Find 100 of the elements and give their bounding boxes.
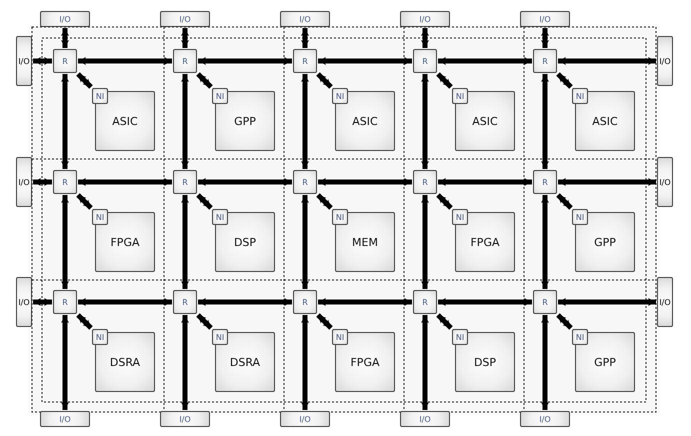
router-label: R xyxy=(302,56,308,66)
router-box xyxy=(173,49,197,73)
router-box xyxy=(413,170,437,194)
port-label: I/O xyxy=(299,414,311,424)
router-box xyxy=(53,290,77,314)
io-port-box xyxy=(16,157,32,207)
router-box xyxy=(293,49,317,73)
bidirectional-arrow xyxy=(61,195,69,289)
bidirectional-arrow xyxy=(301,74,309,169)
bidirectional-arrow xyxy=(78,57,172,65)
port-label: I/O xyxy=(18,178,30,186)
router-label: R xyxy=(62,178,68,186)
router-label: R xyxy=(542,298,548,306)
ip-core-box xyxy=(215,212,275,272)
ip-core-box xyxy=(215,332,275,392)
bidirectional-arrow xyxy=(196,193,213,210)
port-label: I/O xyxy=(299,14,311,24)
bidirectional-arrow xyxy=(541,315,549,410)
network-interface-box xyxy=(332,88,348,104)
ip-core-box xyxy=(575,332,635,392)
interface-label: NI xyxy=(336,92,344,100)
bidirectional-arrow xyxy=(198,298,292,306)
core-label: GPP xyxy=(594,236,616,248)
io-port-box xyxy=(520,11,570,27)
bidirectional-arrow xyxy=(556,313,573,330)
port-label: I/O xyxy=(419,414,431,424)
bidirectional-arrow xyxy=(33,298,52,306)
bidirectional-arrow xyxy=(196,313,213,330)
network-interface-box xyxy=(212,209,228,225)
bidirectional-arrow xyxy=(78,298,172,306)
bidirectional-arrow xyxy=(181,28,189,48)
router-label: R xyxy=(542,178,548,186)
bidirectional-arrow xyxy=(421,74,429,169)
router-box xyxy=(533,170,557,194)
ip-core-box xyxy=(95,332,155,392)
router-box xyxy=(533,290,557,314)
router-label: R xyxy=(542,56,548,66)
ip-core-box xyxy=(455,91,515,151)
bidirectional-arrow xyxy=(76,193,93,210)
core-label: GPP xyxy=(594,356,616,368)
network-interface-box xyxy=(572,329,588,345)
bidirectional-arrow xyxy=(33,57,52,65)
io-port-box xyxy=(160,11,210,27)
bidirectional-arrow xyxy=(78,178,172,186)
ip-core-box xyxy=(575,91,635,151)
network-interface-box xyxy=(452,329,468,345)
router-box xyxy=(413,290,437,314)
io-port-box xyxy=(280,11,330,27)
bidirectional-arrow xyxy=(181,74,189,169)
port-label: I/O xyxy=(659,298,671,306)
interface-label: NI xyxy=(216,92,224,100)
io-port-box xyxy=(657,157,673,207)
interface-label: NI xyxy=(216,212,224,222)
network-interface-box xyxy=(92,88,108,104)
ip-core-box xyxy=(455,332,515,392)
ip-core-box xyxy=(95,212,155,272)
router-box xyxy=(293,290,317,314)
bidirectional-arrow xyxy=(421,315,429,410)
bidirectional-arrow xyxy=(33,178,52,186)
port-label: I/O xyxy=(419,14,431,24)
bidirectional-arrow xyxy=(556,193,573,210)
core-label: FPGA xyxy=(470,236,500,248)
core-label: FPGA xyxy=(110,236,140,248)
router-label: R xyxy=(182,298,188,306)
network-interface-box xyxy=(212,329,228,345)
bidirectional-arrow xyxy=(301,28,309,48)
bidirectional-arrow xyxy=(198,178,292,186)
network-interface-box xyxy=(572,88,588,104)
interface-label: NI xyxy=(576,92,584,100)
router-box xyxy=(413,49,437,73)
network-interface-box xyxy=(92,329,108,345)
router-label: R xyxy=(62,56,68,66)
bidirectional-arrow xyxy=(436,313,453,330)
ip-core-box xyxy=(335,332,395,392)
bidirectional-arrow xyxy=(421,195,429,289)
bidirectional-arrow xyxy=(438,298,532,306)
bidirectional-arrow xyxy=(181,195,189,289)
router-label: R xyxy=(422,56,428,66)
bidirectional-arrow xyxy=(301,315,309,410)
bidirectional-arrow xyxy=(318,178,412,186)
port-label: I/O xyxy=(18,56,30,66)
io-port-box xyxy=(280,411,330,427)
port-label: I/O xyxy=(179,414,191,424)
io-port-box xyxy=(400,411,450,427)
io-port-box xyxy=(16,277,32,327)
io-port-box xyxy=(40,11,90,27)
bidirectional-arrow xyxy=(558,298,656,306)
interface-label: NI xyxy=(96,212,104,222)
bidirectional-arrow xyxy=(438,178,532,186)
port-label: I/O xyxy=(59,14,71,24)
bidirectional-arrow xyxy=(61,28,69,48)
router-box xyxy=(173,290,197,314)
router-box xyxy=(53,49,77,73)
core-label: FPGA xyxy=(350,356,380,368)
port-label: I/O xyxy=(659,178,671,186)
port-label: I/O xyxy=(539,414,551,424)
interface-label: NI xyxy=(456,92,464,100)
interface-label: NI xyxy=(336,332,344,342)
bidirectional-arrow xyxy=(438,57,532,65)
bidirectional-arrow xyxy=(61,315,69,410)
